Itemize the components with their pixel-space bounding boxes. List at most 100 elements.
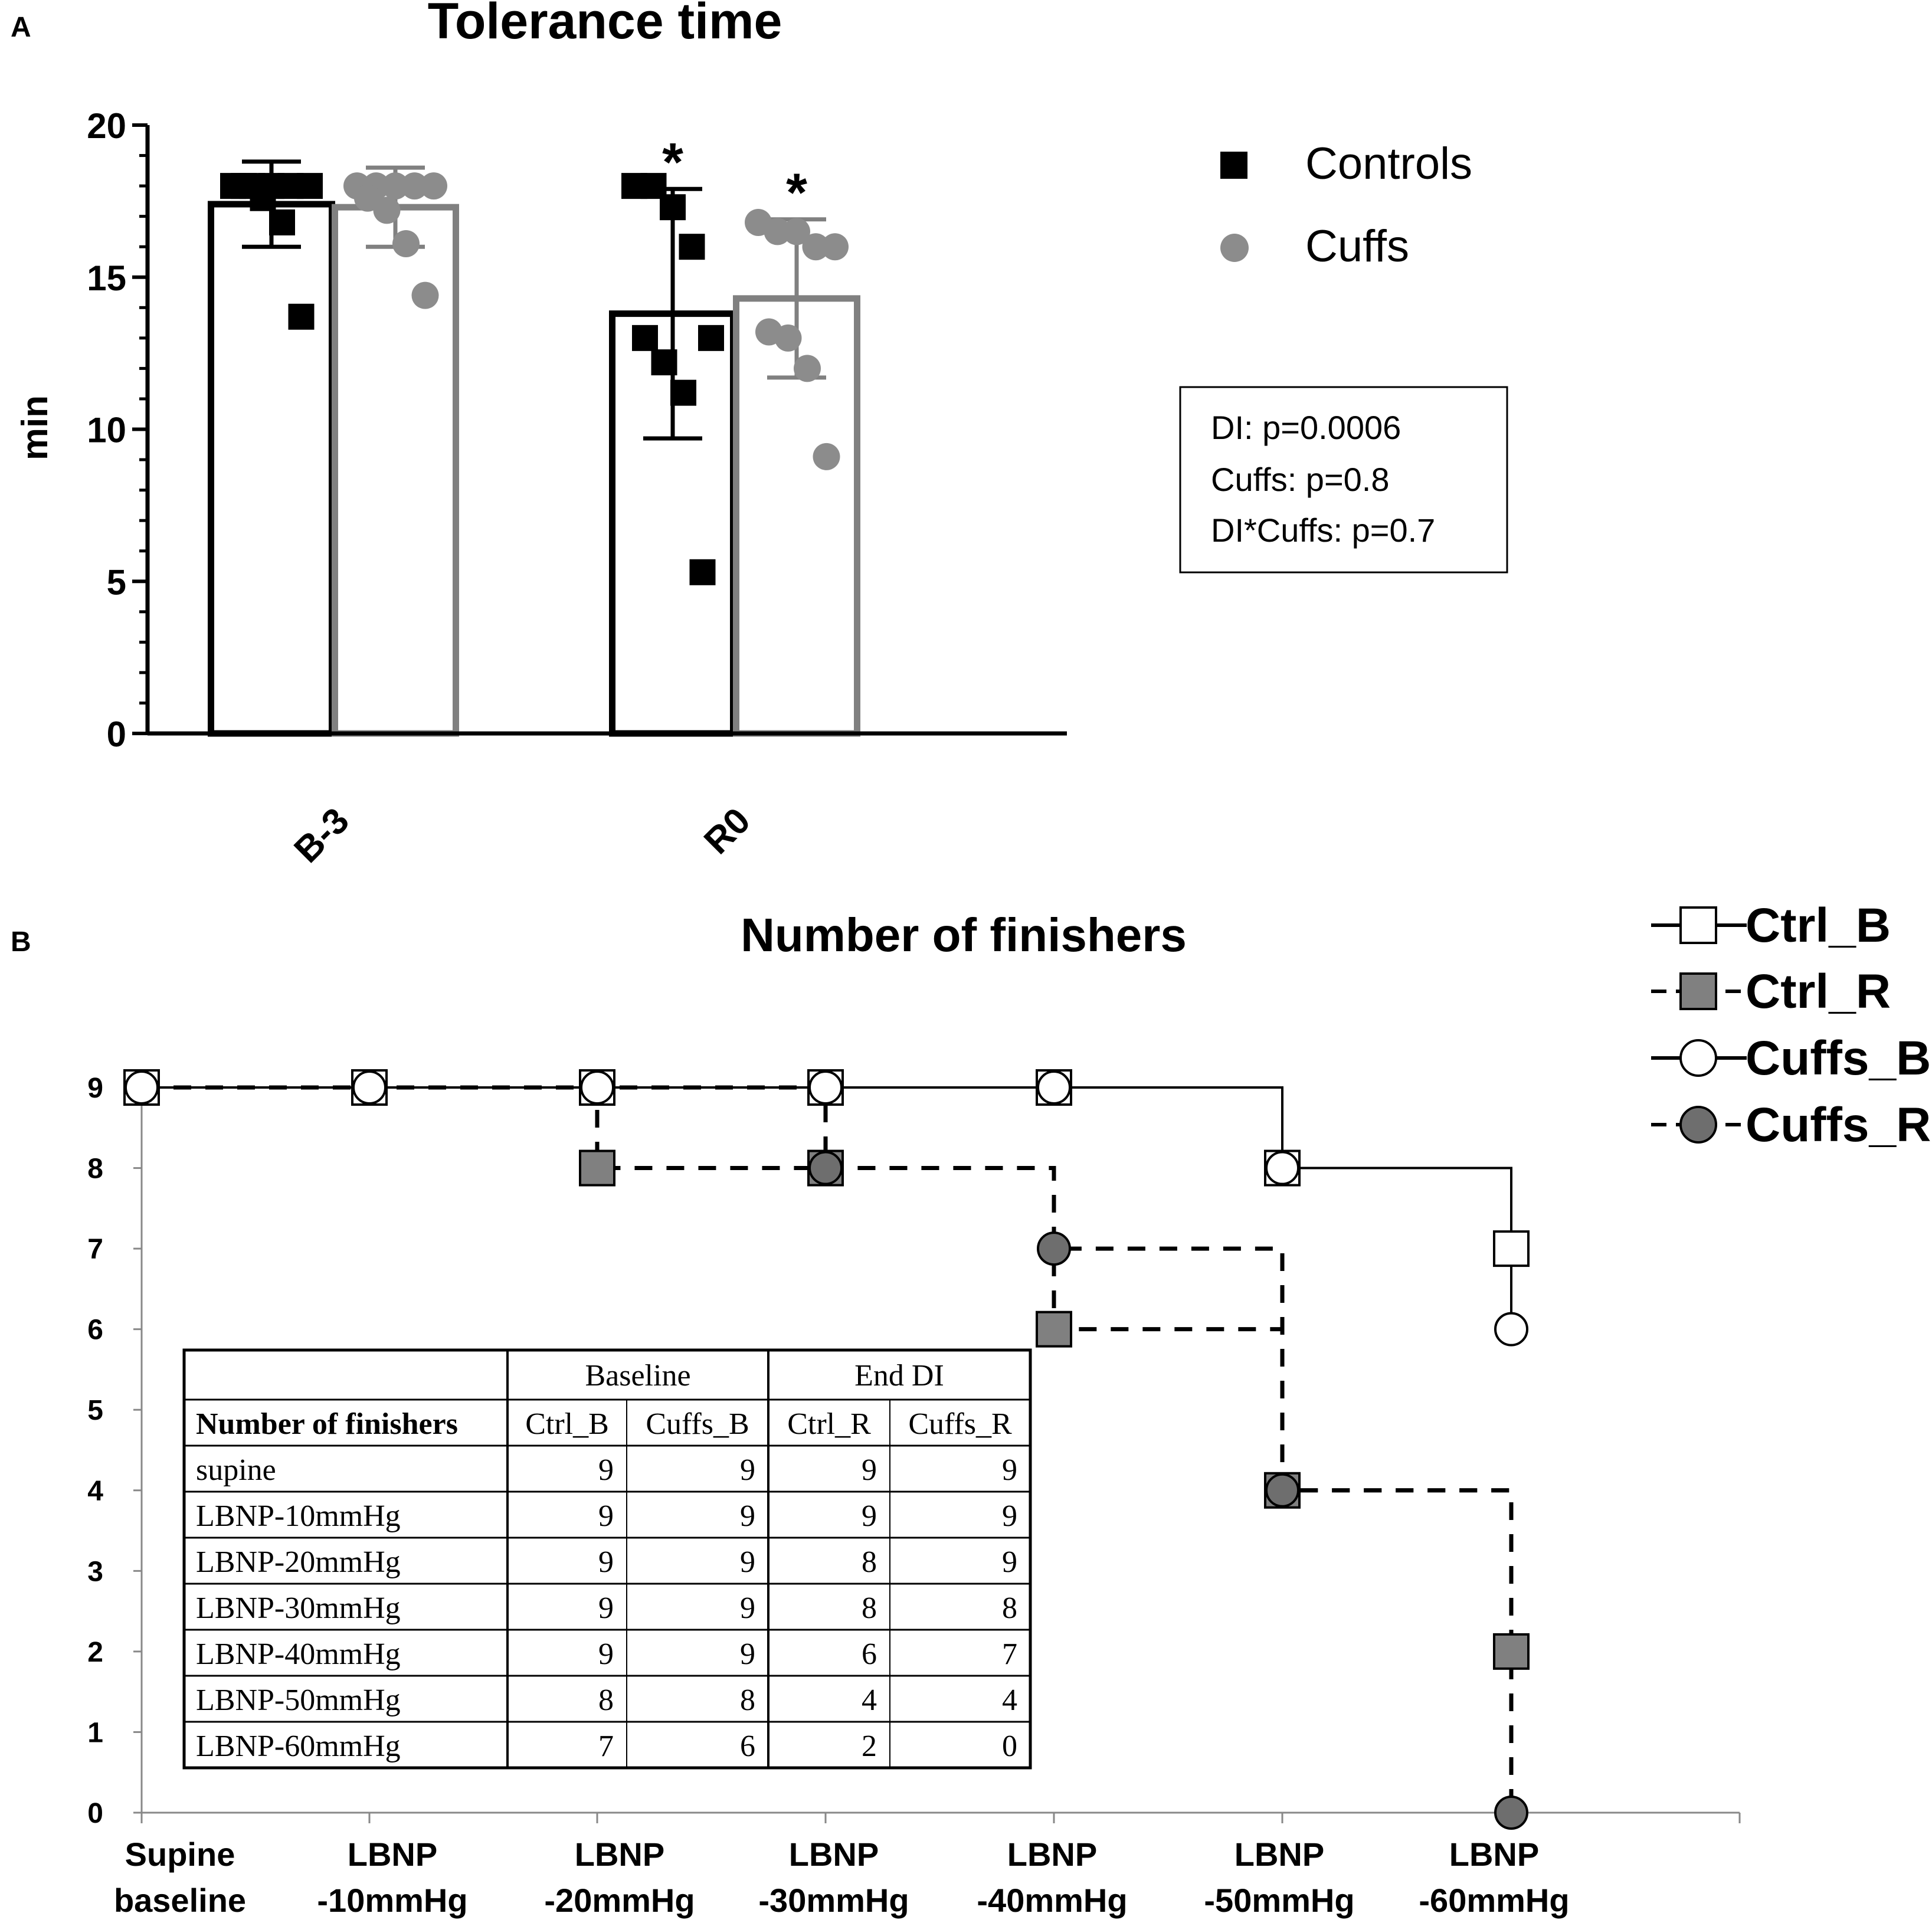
point-cuffs: [401, 172, 428, 200]
point-cuffs: [764, 218, 791, 245]
marker-cuffs-b: [352, 1070, 387, 1105]
significance-star: *: [786, 163, 807, 223]
y-tick-label: 6: [87, 1315, 103, 1346]
y-tick-label: 15: [87, 258, 126, 298]
marker-cuffs-b: [808, 1070, 843, 1105]
y-tick-label: 0: [87, 1798, 103, 1829]
table-cell: 9: [598, 1637, 614, 1671]
marker-cuffs-b: [580, 1070, 614, 1105]
panel-b-label: B: [11, 926, 31, 958]
table-cell: 7: [598, 1729, 614, 1763]
x-tick-label-line-1: LBNP: [1007, 1836, 1097, 1873]
table-row-label: LBNP-20mmHg: [196, 1545, 401, 1579]
y-tick-label: 4: [87, 1476, 103, 1507]
table-column-header: Cuffs_R: [908, 1407, 1012, 1441]
table-row-label: LBNP-10mmHg: [196, 1499, 401, 1533]
table-cell: 9: [740, 1453, 755, 1487]
table-cell: 9: [862, 1499, 877, 1533]
significance-star: *: [662, 132, 683, 192]
bar-cuffs-b-3: [332, 204, 459, 737]
table-column-header: Cuffs_B: [646, 1407, 749, 1441]
x-tick-label-line-1: Supine: [125, 1836, 235, 1873]
table-row-label: LBNP-50mmHg: [196, 1683, 401, 1717]
point-cuffs: [373, 196, 401, 224]
point-cuffs: [411, 281, 439, 309]
chart-b-markers: [123, 1069, 1530, 1830]
legend-label-ctrl-b: Ctrl_B: [1746, 899, 1891, 952]
point-controls: [698, 325, 724, 351]
marker-cuffs-b: [125, 1070, 159, 1105]
marker-ctrl-r: [579, 1149, 615, 1187]
table-cell: 9: [598, 1453, 614, 1487]
y-tick-label: 3: [87, 1556, 103, 1587]
table-row-label: LBNP-40mmHg: [196, 1637, 401, 1671]
table-cell: 8: [598, 1683, 614, 1717]
table-cell: 9: [598, 1591, 614, 1625]
legend-label-ctrl-r: Ctrl_R: [1746, 965, 1891, 1018]
table-cell: 2: [862, 1729, 877, 1763]
y-tick-label: 0: [107, 715, 126, 754]
point-controls: [679, 234, 705, 260]
y-tick-label: 8: [87, 1154, 103, 1185]
table-cell: 9: [740, 1637, 755, 1671]
table-cell: 8: [862, 1545, 877, 1579]
table-cell: 8: [740, 1683, 755, 1717]
point-cuffs: [382, 172, 409, 200]
point-controls: [250, 185, 276, 211]
x-tick-label-line-2: -40mmHg: [977, 1882, 1127, 1919]
y-tick-label: 5: [107, 562, 126, 602]
table-cell: 9: [740, 1545, 755, 1579]
x-tick-label-line-1: LBNP: [1234, 1836, 1324, 1873]
x-tick-label-line-2: baseline: [114, 1882, 246, 1919]
table-cell: 9: [598, 1545, 614, 1579]
stats-line-3: DI*Cuffs: p=0.7: [1211, 512, 1435, 549]
table-cell: 8: [1002, 1591, 1017, 1625]
table-row-label: supine: [196, 1453, 276, 1487]
point-controls: [297, 173, 323, 199]
point-controls: [660, 194, 686, 221]
marker-cuffs-r: [808, 1151, 843, 1185]
legend-marker-cuffs-r: [1679, 1106, 1717, 1144]
table-cell: 6: [862, 1637, 877, 1671]
y-tick-label: 1: [87, 1717, 103, 1748]
table-group-header-baseline: Baseline: [585, 1359, 690, 1393]
stats-box: DI: p=0.0006 Cuffs: p=0.8 DI*Cuffs: p=0.…: [1179, 386, 1508, 574]
point-cuffs: [783, 218, 810, 245]
table-corner-header: Number of finishers: [196, 1407, 458, 1441]
point-cuffs: [774, 324, 802, 352]
chart-a-ylabel: min: [15, 395, 55, 460]
legend-controls-label: Controls: [1305, 139, 1472, 189]
y-tick-label: 10: [87, 411, 126, 450]
table-row-label: LBNP-30mmHg: [196, 1591, 401, 1625]
point-controls: [689, 559, 716, 585]
marker-ctrl-r: [1493, 1633, 1530, 1670]
point-controls: [288, 303, 315, 330]
table-cell: 9: [740, 1499, 755, 1533]
point-cuffs: [420, 172, 447, 200]
table-cell: 4: [1002, 1683, 1017, 1717]
series-line-cuffs-r: [142, 1085, 1514, 1813]
chart-b-title: Number of finishers: [741, 909, 1187, 961]
legend-marker-ctrl-b: [1679, 906, 1717, 944]
x-tick-label-line-1: LBNP: [348, 1836, 437, 1873]
x-tick-label-line-2: -50mmHg: [1204, 1882, 1354, 1919]
table-cell: 9: [1002, 1499, 1017, 1533]
panel-a-label: A: [11, 12, 31, 43]
point-cuffs: [821, 233, 849, 261]
legend-label-cuffs-b: Cuffs_B: [1746, 1031, 1931, 1085]
table-cell: 9: [740, 1591, 755, 1625]
table-cell: 6: [740, 1729, 755, 1763]
marker-cuffs-r: [1494, 1796, 1528, 1830]
marker-ctrl-b: [1493, 1230, 1530, 1267]
legend-marker-ctrl-r: [1679, 972, 1717, 1010]
x-tick-label-line-1: LBNP: [1449, 1836, 1539, 1873]
table-column-header: Ctrl_B: [525, 1407, 609, 1441]
chart-a-annotations: **: [662, 132, 807, 223]
table-cell: 8: [862, 1591, 877, 1625]
